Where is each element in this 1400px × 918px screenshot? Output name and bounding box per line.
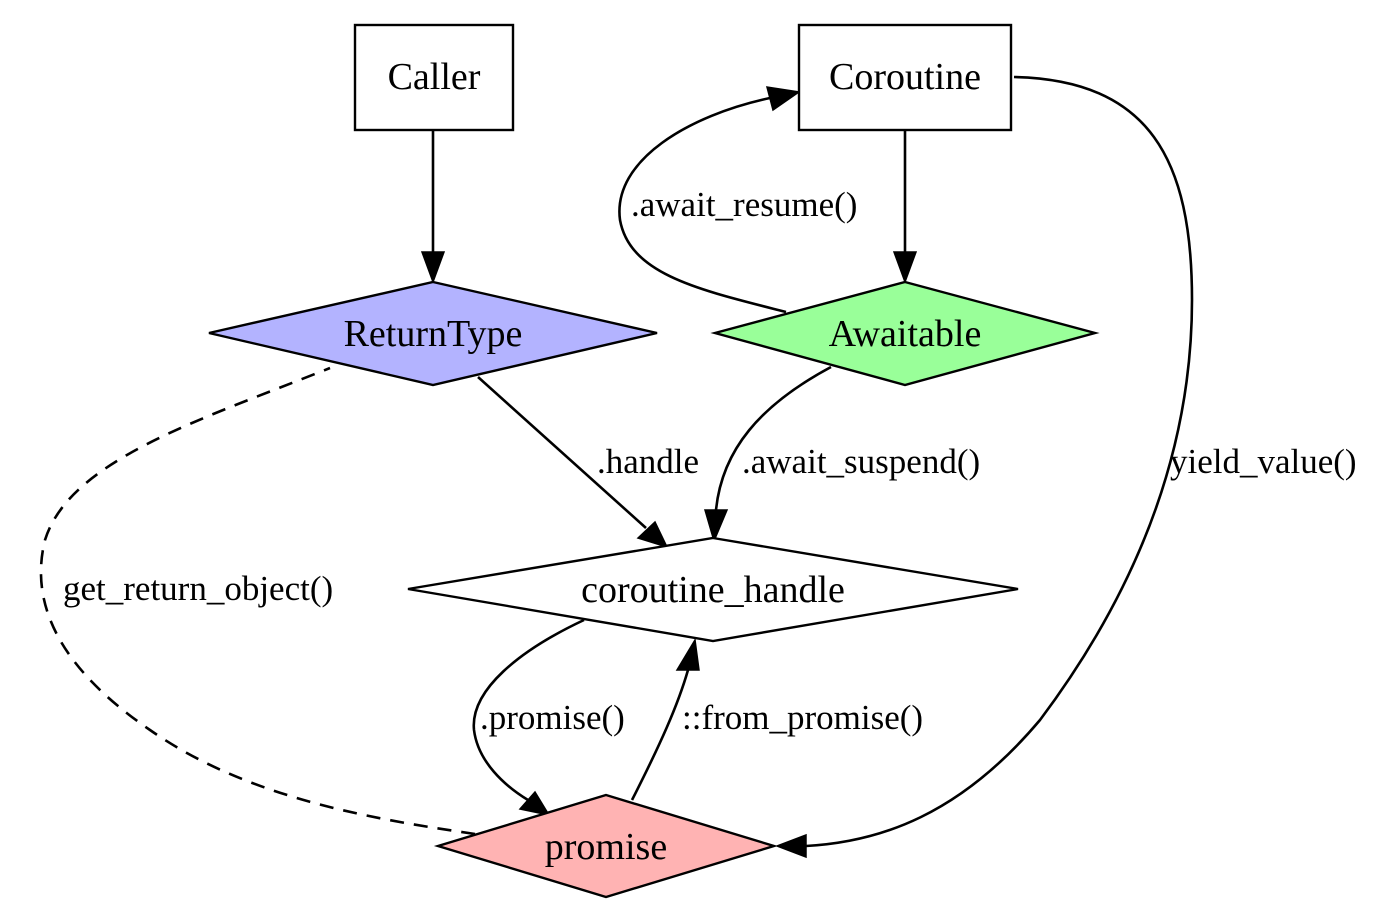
awaitable-diamond [710,280,1100,387]
edge-label-await-suspend: .await_suspend() [742,442,980,481]
edge-caller-to-returntype [420,131,446,285]
node-awaitable: Awaitable [710,280,1100,387]
edge-coroutine-to-awaitable [892,131,918,285]
edge-promise-to-returntype: get_return_object() [39,366,476,836]
returntype-label: ReturnType [344,313,523,355]
edge-awaitable-to-handle: .await_suspend() [704,365,980,544]
edge-handle-to-promise: .promise() [472,618,625,817]
caller-label: Caller [388,56,481,98]
coroutine-box [797,23,1013,132]
node-coroutine-handle: coroutine_handle [407,536,1019,643]
promise-diamond [433,793,779,899]
awaitable-label: Awaitable [829,313,982,355]
coroutine-handle-diamond [407,536,1019,643]
returntype-diamond [208,280,658,387]
caller-box [353,23,515,132]
edge-label-handle: .handle [597,442,699,481]
edge-label-get-return-object: get_return_object() [63,569,333,608]
edge-label-promise: .promise() [480,698,625,737]
edge-label-yield-value: yield_value() [1170,442,1357,481]
promise-label: promise [545,826,667,868]
edge-coroutine-to-promise: yield_value() [774,75,1357,859]
node-caller: Caller [353,23,515,132]
edge-label-await-resume: .await_resume() [631,185,857,224]
coroutine-handle-label: coroutine_handle [581,569,845,611]
node-promise: promise [433,793,779,899]
edge-label-from-promise: ::from_promise() [682,698,923,737]
edge-awaitable-to-coroutine: .await_resume() [618,86,857,314]
edge-returntype-to-handle: .handle [477,376,699,549]
coroutine-label: Coroutine [829,56,981,98]
node-returntype: ReturnType [208,280,658,387]
node-coroutine: Coroutine [797,23,1013,132]
edge-promise-to-handle: ::from_promise() [630,637,923,801]
